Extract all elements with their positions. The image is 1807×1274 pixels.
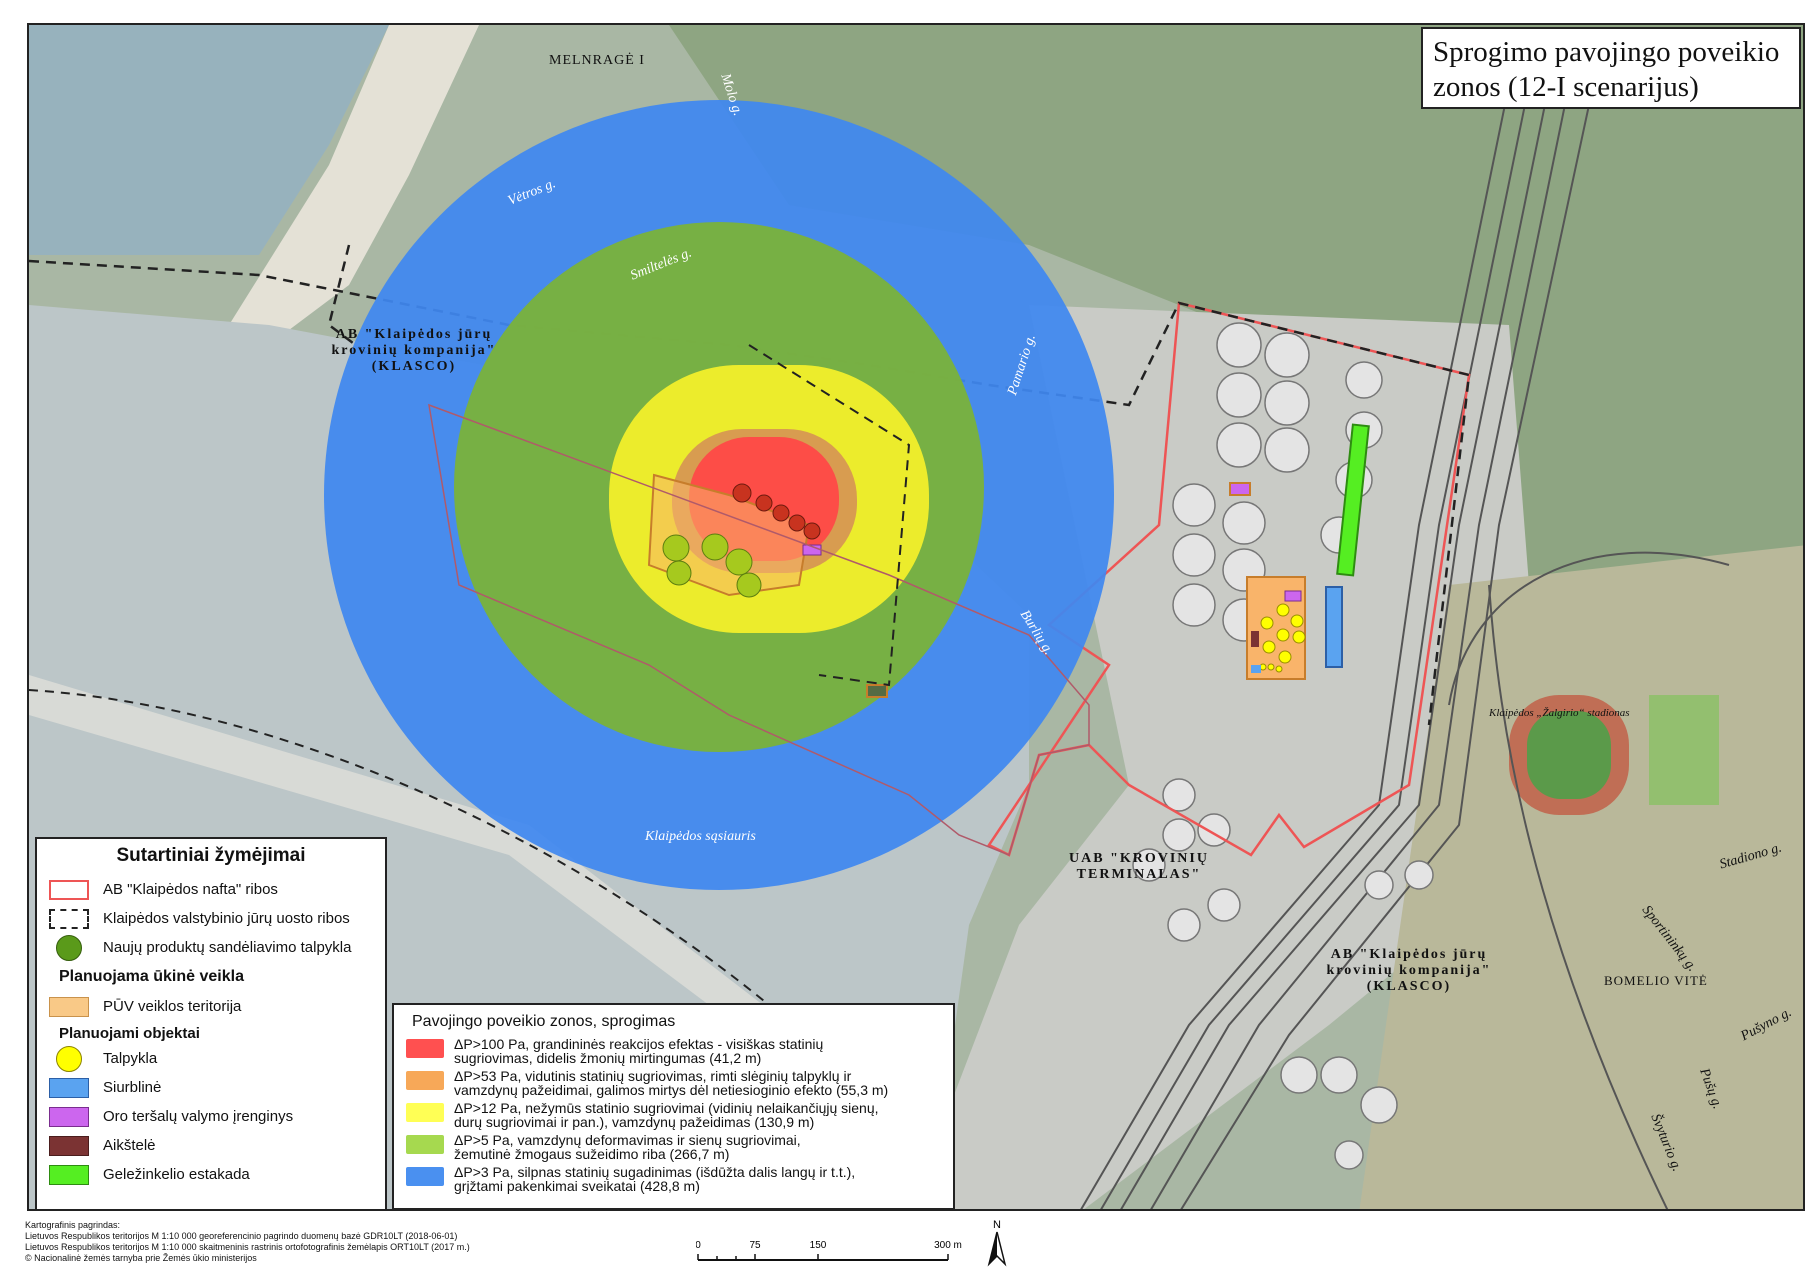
north-arrow-icon: N: [985, 1218, 1009, 1268]
industrial-area: [910, 305, 1549, 1209]
label-melnrage: MELNRAGĖ I: [549, 53, 645, 68]
purple-rect-icon: [49, 1106, 89, 1127]
legend-section-planned: Planuojama ūkinė veikla: [59, 968, 244, 985]
scale-tick-150: 150: [810, 1240, 827, 1251]
zone-53-swatch: [406, 1071, 444, 1090]
street-sasiauris: Klaipėdos sąsiauris: [645, 829, 756, 844]
yellow-circle-icon: [49, 1045, 89, 1072]
orange-rect-icon: [49, 996, 89, 1017]
puv-territory-west: [647, 473, 811, 597]
sport-field: [1649, 695, 1719, 805]
legend-item: AB "Klaipėdos nafta" ribos: [49, 875, 373, 904]
beach-strip: [229, 25, 479, 345]
label-bomelio-vite: BOMELIO VITĖ: [1604, 973, 1708, 988]
map-credits: Kartografinis pagrindas: Lietuvos Respub…: [25, 1220, 470, 1263]
zone-100-swatch: [406, 1039, 444, 1058]
legend-item: PŪV veiklos teritorija: [49, 992, 373, 1021]
klasco-boundary: [428, 403, 1090, 857]
zone-item: ΔP>5 Pa, vamzdynų deformavimas ir sienų …: [406, 1133, 941, 1161]
map-canvas: [29, 25, 1803, 1209]
legend-item: Naujų produktų sandėliavimo talpykla: [49, 933, 373, 962]
zone-5-swatch: [406, 1135, 444, 1154]
platform-east: [1251, 631, 1259, 647]
scale-tick-0: 0: [696, 1240, 701, 1251]
air-cleaner-east: [1284, 590, 1302, 602]
platform-west: [866, 684, 888, 698]
air-cleaner-north: [1229, 482, 1251, 496]
railway-lines: [1080, 84, 1730, 1209]
spit: [29, 675, 907, 1209]
label-stadionas: Klaipėdos „Žalgirio“ stadionas: [1489, 707, 1630, 719]
svg-text:N: N: [993, 1219, 1001, 1231]
zone-3-swatch: [406, 1167, 444, 1186]
legend-item: Klaipėdos valstybinio jūrų uosto ribos: [49, 904, 373, 933]
legend-item: Talpykla: [49, 1044, 373, 1073]
map-title: Sprogimo pavojingo poveikio zonos (12-I …: [1421, 27, 1801, 109]
zone-item: ΔP>3 Pa, silpnas statinių sugadinimas (i…: [406, 1165, 941, 1193]
planned-tanks-west: [662, 533, 762, 598]
zone-item: ΔP>100 Pa, grandininės reakcijos efektas…: [406, 1037, 941, 1065]
legend-title: Sutartiniai žymėjimai: [116, 845, 306, 866]
zones-legend-title: Pavojingo poveikio zonos, sprogimas: [412, 1013, 676, 1030]
stadium-field: [1527, 711, 1611, 799]
blue-rect-icon: [49, 1077, 89, 1098]
dashed-outline-icon: [49, 908, 89, 929]
pump-small-east: [1251, 665, 1261, 673]
tanks-in-core: [732, 483, 821, 540]
legend-panel: Sutartiniai žymėjimai AB "Klaipėdos naft…: [35, 837, 387, 1209]
legend-section-objects: Planuojami objektai: [59, 1025, 200, 1042]
scale-tick-75: 75: [749, 1240, 761, 1251]
zone-12-swatch: [406, 1103, 444, 1122]
zones-legend-panel: Pavojingo poveikio zonos, sprogimas ΔP>1…: [392, 1003, 955, 1209]
scale-bar: 0 75 150 300 m: [695, 1236, 976, 1266]
legend-item: Siurblinė: [49, 1073, 373, 1102]
scale-tick-300: 300 m: [934, 1240, 962, 1251]
brown-rect-icon: [49, 1135, 89, 1156]
legend-item: Oro teršalų valymo įrenginys: [49, 1102, 373, 1131]
rail-trestle: [1336, 423, 1370, 577]
label-klasco-left: AB "Klaipėdos jūrų krovinių kompanija" (…: [331, 327, 497, 374]
zone-item: ΔP>53 Pa, vidutinis statinių sugriovimas…: [406, 1069, 941, 1097]
pump-station-east: [1325, 586, 1343, 668]
label-krovinu-terminalas: UAB "KROVINIŲ TERMINALAS": [1069, 851, 1209, 882]
sea-area: [29, 25, 389, 255]
map-view[interactable]: Sprogimo pavojingo poveikio zonos (12-I …: [27, 23, 1805, 1211]
green-rect-icon: [49, 1164, 89, 1185]
zone-item: ΔP>12 Pa, nežymūs statinio sugriovimai (…: [406, 1101, 941, 1129]
red-outline-icon: [49, 879, 89, 900]
green-circle-icon: [49, 934, 89, 961]
legend-item: Geležinkelio estakada: [49, 1160, 373, 1189]
legend-item: Aikštelė: [49, 1131, 373, 1160]
planned-tanks-east: [1259, 603, 1306, 673]
label-klasco-right: AB "Klaipėdos jūrų krovinių kompanija" (…: [1326, 947, 1492, 994]
